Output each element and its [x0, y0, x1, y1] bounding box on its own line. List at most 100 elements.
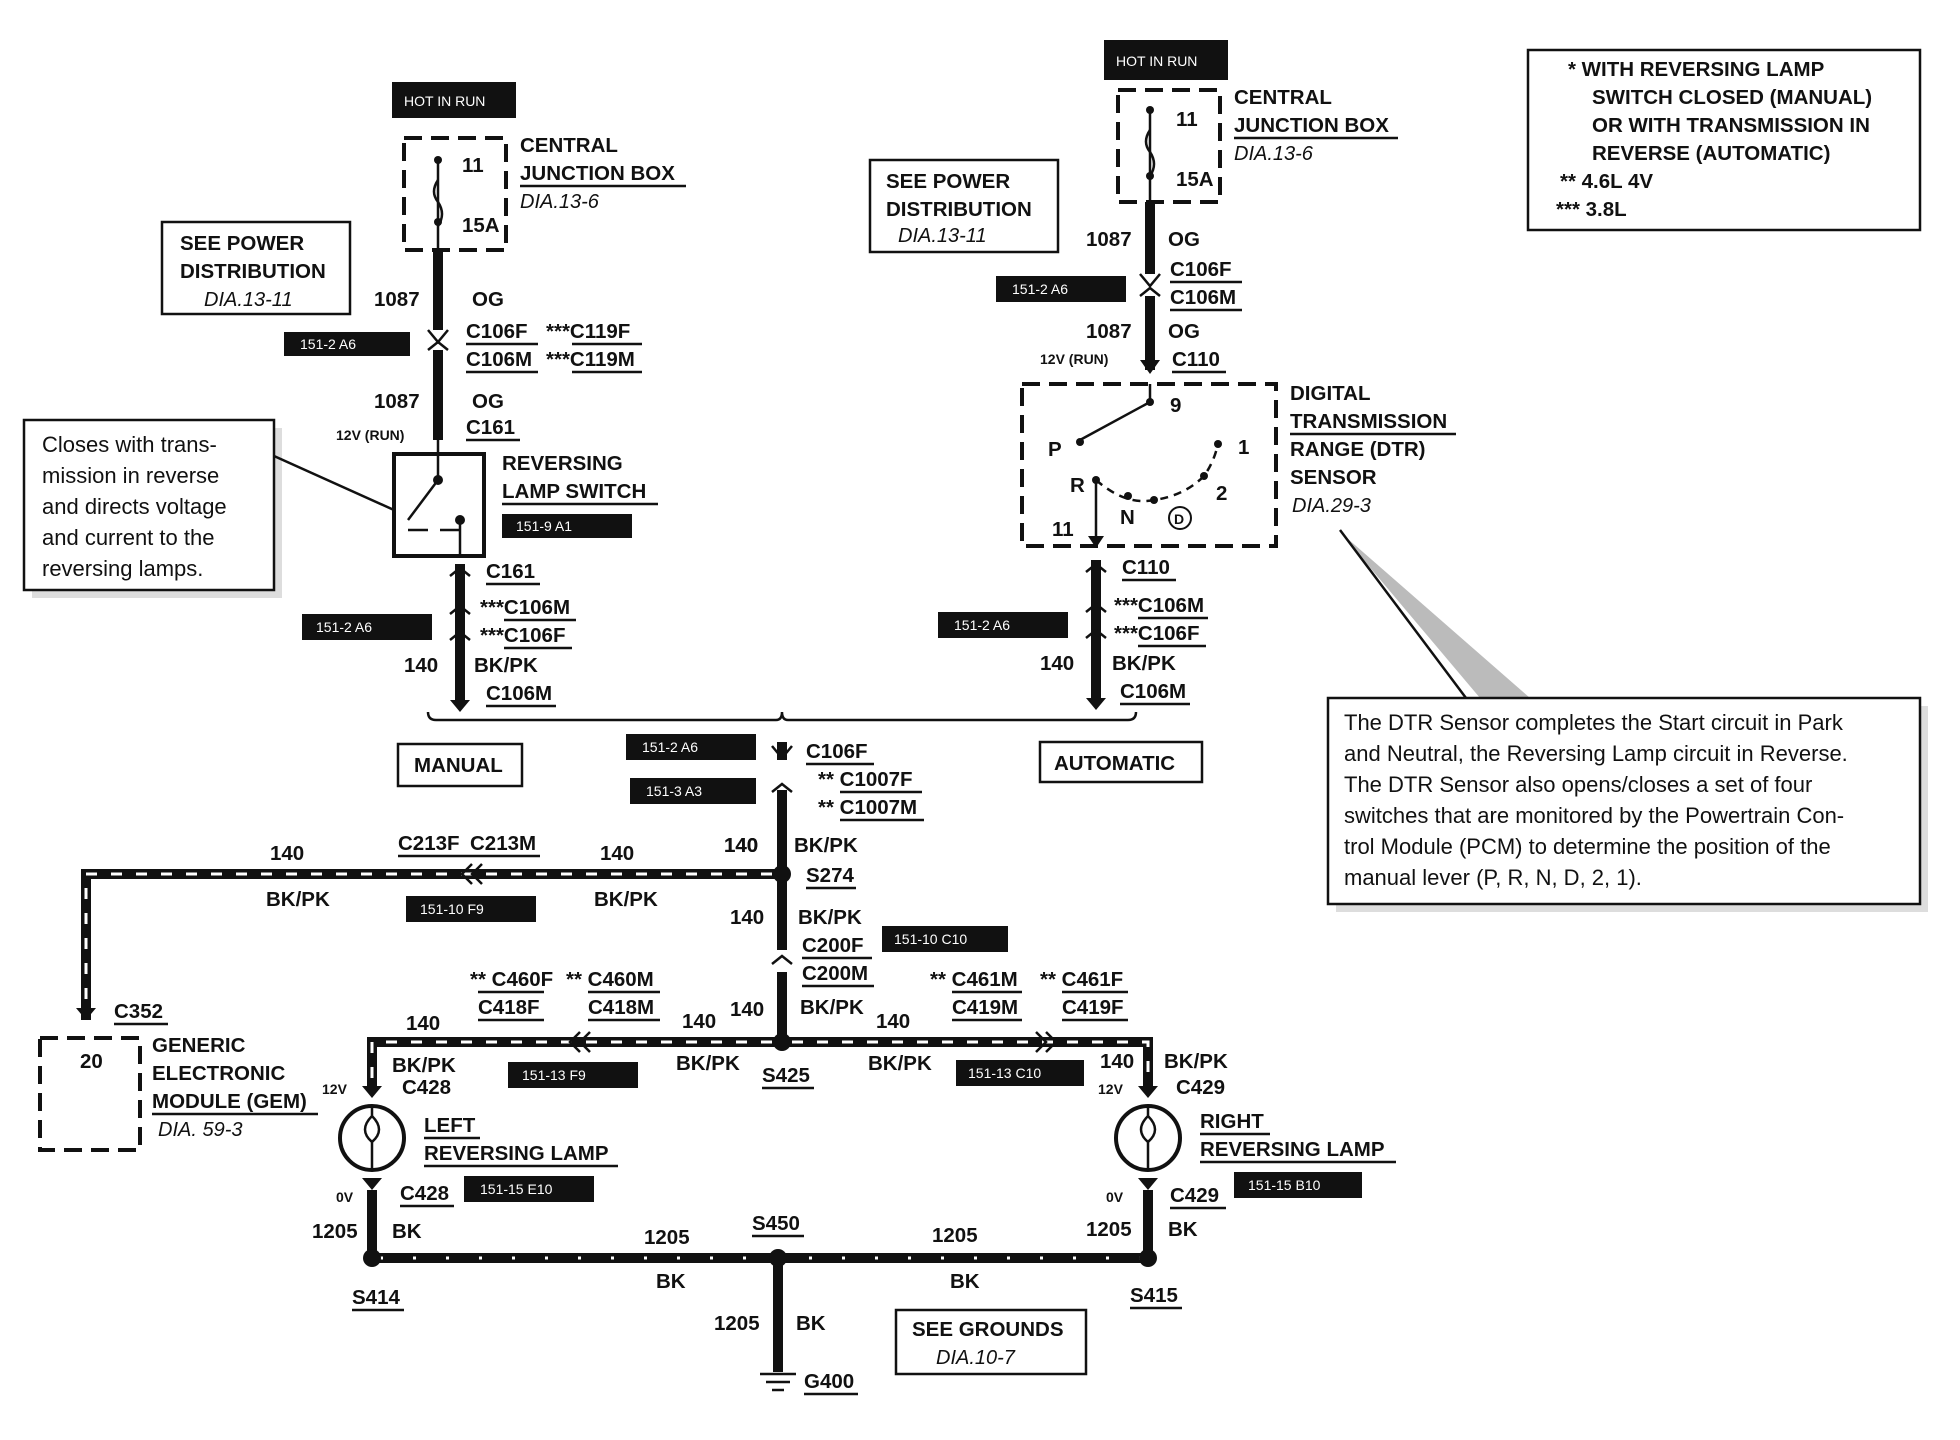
ground-label: G400: [804, 1370, 854, 1393]
automatic-text: AUTOMATIC: [1054, 752, 1175, 775]
grounds-ref: DIA.10-7: [936, 1347, 1016, 1369]
voltage-label: 0V: [1106, 1189, 1124, 1205]
connector-label: C213M: [470, 832, 536, 855]
gem-pin: 20: [80, 1050, 103, 1073]
circuit-number: 140: [730, 998, 764, 1021]
tag-label: 151-2 A6: [316, 619, 372, 635]
tag-label: 151-2 A6: [300, 336, 356, 352]
callout-text: manual lever (P, R, N, D, 2, 1).: [1344, 865, 1642, 890]
dtr-position: 1: [1238, 436, 1249, 459]
gem-ref: DIA. 59-3: [158, 1119, 242, 1141]
callout-text: mission in reverse: [42, 463, 219, 488]
tag: 151-13 C10: [956, 1060, 1084, 1086]
reversing-lamp-switch: REVERSING LAMP SWITCH: [392, 440, 658, 558]
connector-label: C429: [1176, 1076, 1225, 1099]
hot-in-run-label: HOT IN RUN: [1116, 53, 1197, 69]
tag: 151-10 F9: [406, 896, 536, 922]
tag: 151-15 E10: [464, 1176, 594, 1202]
dtr-position: D: [1174, 511, 1184, 527]
tag: 151-2 A6: [626, 734, 756, 760]
gem-title: GENERIC: [152, 1034, 246, 1057]
tag-label: 151-13 C10: [968, 1065, 1041, 1081]
cjb-title: CENTRAL: [1234, 86, 1332, 109]
connector-label: ** C460F: [470, 968, 553, 991]
power-title: DISTRIBUTION: [886, 198, 1032, 221]
wire-color: BK/PK: [266, 888, 330, 911]
voltage-label: 12V: [322, 1081, 348, 1097]
gem-title: ELECTRONIC: [152, 1062, 285, 1085]
cjb-title: JUNCTION BOX: [520, 162, 675, 185]
legend: * WITH REVERSING LAMP SWITCH CLOSED (MAN…: [1526, 48, 1922, 232]
tag: 151-15 B10: [1234, 1172, 1362, 1198]
callout-text: and Neutral, the Reversing Lamp circuit …: [1344, 741, 1848, 766]
dtr-pin: 11: [1052, 518, 1074, 541]
connector-label: ** C1007F: [818, 768, 913, 791]
circuit-number: 140: [724, 834, 758, 857]
tag-label: 151-2 A6: [954, 617, 1010, 633]
grounds-title: SEE GROUNDS: [912, 1318, 1064, 1341]
left-central-junction-box: 11 15A CENTRAL JUNCTION BOX DIA.13-6: [402, 134, 686, 252]
dtr-position: R: [1070, 474, 1085, 497]
splice-label: S425: [762, 1064, 810, 1087]
connector-icon: [449, 566, 471, 641]
callout-text: and directs voltage: [42, 494, 227, 519]
connector-label: ** C461M: [930, 968, 1018, 991]
splice-s450: [769, 1249, 787, 1267]
circuit-number: 140: [600, 842, 634, 865]
connector-label: C106M: [1170, 286, 1236, 309]
right-see-power-distribution: SEE POWER DISTRIBUTION DIA.13-11: [868, 158, 1060, 254]
connector-label: C106F: [1170, 258, 1232, 281]
lamp-title: REVERSING LAMP: [1200, 1138, 1385, 1161]
connector-label: C106M: [486, 682, 552, 705]
ground-icon: [760, 1372, 796, 1392]
connector-label: C106M: [466, 348, 532, 371]
right-hot-in-run-tag: HOT IN RUN: [1104, 40, 1228, 80]
tag: 151-3 A3: [630, 778, 756, 804]
circuit-number: 140: [1100, 1050, 1134, 1073]
circuit-number: 1205: [312, 1220, 358, 1243]
wire-color: BK/PK: [1112, 652, 1176, 675]
connector-label: C352: [114, 1000, 163, 1023]
connector-label: ** C461F: [1040, 968, 1123, 991]
connector-label: C418M: [588, 996, 654, 1019]
dtr-title: RANGE (DTR): [1290, 438, 1426, 461]
circuit-number: 1205: [1086, 1218, 1132, 1241]
circuit-number: 1205: [714, 1312, 760, 1335]
connector-label: C428: [402, 1076, 451, 1099]
connector-label: ***C106M: [480, 596, 570, 619]
connector-label: C428: [400, 1182, 449, 1205]
dtr-position: 2: [1216, 482, 1227, 505]
voltage-label: 12V: [1098, 1081, 1124, 1097]
tag-label: 151-9 A1: [516, 518, 572, 534]
legend-line: REVERSE (AUTOMATIC): [1592, 142, 1830, 165]
left-hot-in-run-tag: HOT IN RUN: [392, 82, 516, 118]
power-title: SEE POWER: [886, 170, 1010, 193]
wire-color: BK: [950, 1270, 980, 1293]
circuit-number: 140: [682, 1010, 716, 1033]
dtr-ref: DIA.29-3: [1292, 495, 1371, 517]
callout-text: trol Module (PCM) to determine the posit…: [1344, 834, 1831, 859]
tag: 151-10 C10: [882, 926, 1008, 952]
tag-label: 151-10 C10: [894, 931, 967, 947]
tag: 151-2 A6: [284, 332, 410, 356]
circuit-number: 140: [270, 842, 304, 865]
connector-icon: [460, 863, 483, 885]
tag-label: 151-2 A6: [642, 739, 698, 755]
connector-label: ***C106M: [1114, 594, 1204, 617]
splice-label: S274: [806, 864, 854, 887]
tag: 151-2 A6: [996, 276, 1126, 302]
connector-label: C419F: [1062, 996, 1124, 1019]
callout-left: Closes with trans- mission in reverse an…: [22, 418, 395, 598]
callout-text: and current to the: [42, 525, 214, 550]
legend-box: [1526, 48, 1922, 232]
cjb-title: CENTRAL: [520, 134, 618, 157]
dtr-pin: 9: [1170, 394, 1181, 417]
manual-text: MANUAL: [414, 754, 503, 777]
connector-icon: [427, 329, 449, 351]
legend-line: *** 3.8L: [1556, 198, 1627, 221]
connector-label: C106F: [806, 740, 868, 763]
connector-label: C200F: [802, 934, 864, 957]
circuit-number: 1205: [932, 1224, 978, 1247]
left-reversing-lamp: 12V C428 LEFT REVERSING LAMP 0V C428: [322, 1076, 618, 1208]
